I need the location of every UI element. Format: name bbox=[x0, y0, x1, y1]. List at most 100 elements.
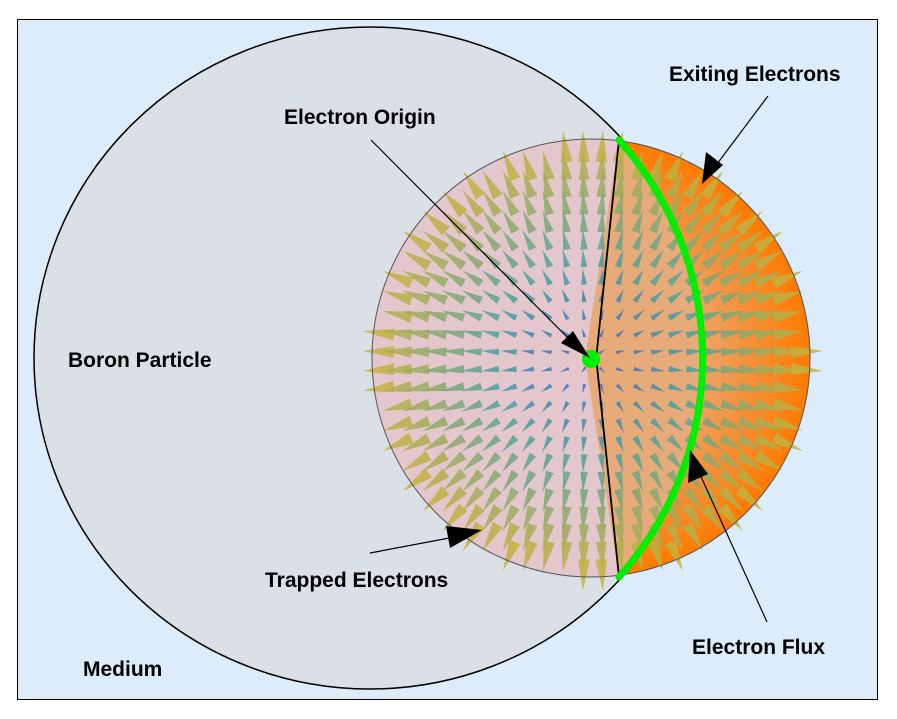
triangle-arrow-icon bbox=[666, 269, 684, 287]
triangle-arrow-icon bbox=[502, 230, 519, 252]
triangle-arrow-icon bbox=[578, 524, 590, 552]
triangle-arrow-icon bbox=[580, 229, 588, 250]
triangle-arrow-icon bbox=[665, 522, 683, 552]
triangle-arrow-icon bbox=[561, 400, 570, 414]
triangle-arrow-icon bbox=[562, 488, 572, 512]
triangle-arrow-icon bbox=[562, 288, 570, 303]
triangle-arrow-icon bbox=[683, 230, 704, 252]
triangle-arrow-icon bbox=[772, 310, 804, 323]
triangle-arrow-icon bbox=[462, 469, 485, 492]
triangle-arrow-icon bbox=[632, 329, 646, 338]
triangle-arrow-icon bbox=[649, 289, 665, 304]
triangle-arrow-icon bbox=[668, 349, 685, 356]
triangle-arrow-icon bbox=[649, 249, 664, 269]
triangle-arrow-icon bbox=[521, 309, 536, 321]
triangle-arrow-icon bbox=[522, 505, 537, 532]
label-exiting-electrons: Exiting Electrons bbox=[669, 63, 841, 86]
triangle-arrow-icon bbox=[541, 418, 553, 433]
triangle-arrow-icon bbox=[581, 436, 588, 453]
triangle-arrow-icon bbox=[753, 250, 783, 271]
triangle-arrow-icon bbox=[682, 170, 703, 200]
triangle-arrow-icon bbox=[422, 468, 450, 492]
triangle-arrow-icon bbox=[718, 230, 744, 253]
triangle-arrow-icon bbox=[700, 486, 724, 512]
triangle-arrow-icon bbox=[649, 417, 665, 433]
triangle-arrow-icon bbox=[772, 415, 803, 431]
triangle-arrow-icon bbox=[481, 417, 501, 432]
triangle-arrow-icon bbox=[649, 435, 664, 453]
triangle-arrow-icon bbox=[502, 210, 520, 235]
triangle-arrow-icon bbox=[579, 209, 589, 233]
label-medium: Medium bbox=[83, 658, 162, 681]
triangle-arrow-icon bbox=[615, 269, 624, 286]
triangle-arrow-icon bbox=[632, 269, 644, 286]
triangle-arrow-icon bbox=[614, 470, 624, 493]
triangle-arrow-icon bbox=[581, 268, 588, 285]
triangle-arrow-icon bbox=[542, 249, 554, 269]
triangle-arrow-icon bbox=[597, 229, 605, 250]
triangle-arrow-icon bbox=[753, 230, 783, 254]
triangle-arrow-icon bbox=[402, 230, 432, 254]
triangle-arrow-icon bbox=[502, 522, 520, 552]
triangle-arrow-icon bbox=[719, 433, 744, 452]
triangle-arrow-icon bbox=[462, 210, 485, 235]
triangle-arrow-icon bbox=[542, 229, 554, 251]
triangle-arrow-icon bbox=[595, 541, 607, 572]
triangle-arrow-icon bbox=[461, 290, 484, 305]
triangle-arrow-icon bbox=[736, 451, 764, 472]
triangle-arrow-icon bbox=[702, 416, 724, 432]
triangle-arrow-icon bbox=[560, 328, 570, 338]
triangle-arrow-icon bbox=[562, 471, 571, 493]
triangle-arrow-icon bbox=[522, 249, 536, 269]
triangle-arrow-icon bbox=[582, 401, 587, 414]
triangle-arrow-icon bbox=[667, 330, 685, 339]
triangle-arrow-icon bbox=[614, 229, 624, 251]
triangle-arrow-icon bbox=[481, 270, 501, 287]
electron-vector-field bbox=[362, 130, 823, 591]
triangle-arrow-icon bbox=[598, 383, 604, 394]
triangle-arrow-icon bbox=[735, 210, 763, 236]
triangle-arrow-icon bbox=[542, 540, 555, 572]
triangle-arrow-icon bbox=[462, 504, 485, 532]
triangle-arrow-icon bbox=[542, 470, 554, 493]
triangle-arrow-icon bbox=[501, 289, 519, 304]
triangle-arrow-icon bbox=[442, 416, 466, 432]
triangle-arrow-icon bbox=[580, 454, 588, 473]
triangle-arrow-icon bbox=[482, 469, 502, 492]
triangle-arrow-icon bbox=[402, 310, 431, 323]
triangle-arrow-icon bbox=[700, 190, 724, 218]
triangle-arrow-icon bbox=[522, 540, 538, 571]
triangle-arrow-icon bbox=[649, 229, 664, 252]
triangle-arrow-icon bbox=[522, 487, 537, 512]
triangle-arrow-icon bbox=[422, 381, 448, 392]
triangle-arrow-icon bbox=[648, 487, 664, 512]
triangle-arrow-icon bbox=[461, 417, 484, 432]
triangle-arrow-icon bbox=[596, 488, 606, 512]
triangle-arrow-icon bbox=[501, 417, 519, 432]
triangle-arrow-icon bbox=[501, 383, 518, 392]
triangle-arrow-icon bbox=[422, 270, 449, 288]
triangle-arrow-icon bbox=[422, 330, 448, 340]
triangle-arrow-icon bbox=[481, 348, 500, 356]
triangle-arrow-icon bbox=[481, 434, 501, 452]
triangle-arrow-icon bbox=[649, 269, 664, 287]
triangle-arrow-icon bbox=[650, 309, 665, 321]
triangle-arrow-icon bbox=[598, 436, 604, 453]
triangle-arrow-icon bbox=[615, 400, 625, 413]
triangle-arrow-icon bbox=[402, 416, 431, 432]
triangle-arrow-icon bbox=[630, 170, 644, 199]
triangle-arrow-icon bbox=[441, 330, 465, 340]
triangle-arrow-icon bbox=[481, 365, 500, 373]
pointer-electron-origin bbox=[370, 139, 590, 358]
triangle-arrow-icon bbox=[632, 435, 644, 453]
triangle-arrow-icon bbox=[631, 209, 644, 234]
triangle-arrow-icon bbox=[598, 328, 605, 338]
triangle-arrow-icon bbox=[522, 190, 537, 217]
triangle-arrow-icon bbox=[442, 210, 468, 236]
triangle-arrow-icon bbox=[718, 210, 744, 236]
triangle-arrow-icon bbox=[362, 363, 395, 376]
triangle-arrow-icon bbox=[701, 270, 724, 287]
triangle-arrow-icon bbox=[737, 290, 764, 305]
triangle-arrow-icon bbox=[667, 310, 685, 321]
triangle-arrow-icon bbox=[500, 366, 517, 372]
